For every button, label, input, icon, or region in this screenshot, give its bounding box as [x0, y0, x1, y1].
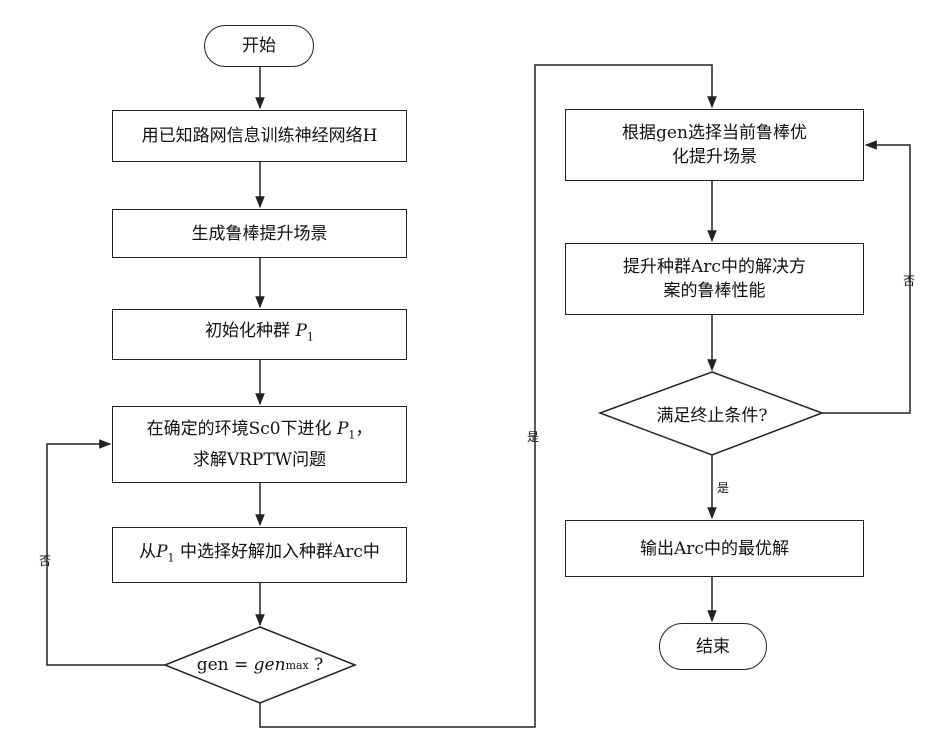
edge-label-yes-main: 是	[527, 428, 539, 445]
select-solutions-step: 从P1 中选择好解加入种群Arc中	[112, 527, 407, 583]
improve-robustness-line1: 提升种群Arc中的解决方	[623, 255, 806, 279]
edge-label-yes-right: 是	[717, 479, 729, 496]
train-network-label: 用已知路网信息训练神经网络H	[142, 124, 378, 148]
output-best-step: 输出Arc中的最优解	[565, 520, 864, 577]
choose-scenario-line1: 根据gen选择当前鲁棒优	[622, 121, 807, 145]
improve-robustness-step: 提升种群Arc中的解决方 案的鲁棒性能	[565, 243, 864, 315]
evolve-step: 在确定的环境Sc0下进化 P1， 求解VRPTW问题	[112, 406, 407, 483]
evolve-line2: 求解VRPTW问题	[193, 448, 326, 472]
output-best-label: 输出Arc中的最优解	[640, 537, 789, 561]
evolve-line1: 在确定的环境Sc0下进化 P1，	[147, 417, 373, 447]
edge-label-no-right: 否	[903, 272, 915, 289]
train-network-step: 用已知路网信息训练神经网络H	[112, 110, 407, 162]
check-gen-label: gen = genmax ?	[190, 650, 330, 680]
end-node: 结束	[659, 623, 767, 670]
init-population-label: 初始化种群 P1	[205, 319, 314, 349]
terminate-label: 满足终止条件?	[632, 398, 792, 428]
choose-scenario-line2: 化提升场景	[672, 145, 757, 169]
start-label: 开始	[242, 34, 276, 58]
select-solutions-label: 从P1 中选择好解加入种群Arc中	[139, 540, 380, 570]
edge-label-no-left: 否	[39, 552, 51, 569]
generate-scenarios-step: 生成鲁棒提升场景	[112, 209, 407, 258]
improve-robustness-line2: 案的鲁棒性能	[664, 279, 766, 303]
generate-scenarios-label: 生成鲁棒提升场景	[192, 222, 328, 246]
choose-scenario-step: 根据gen选择当前鲁棒优 化提升场景	[565, 109, 864, 181]
end-label: 结束	[696, 635, 730, 659]
start-node: 开始	[204, 25, 314, 67]
init-population-step: 初始化种群 P1	[112, 309, 407, 360]
